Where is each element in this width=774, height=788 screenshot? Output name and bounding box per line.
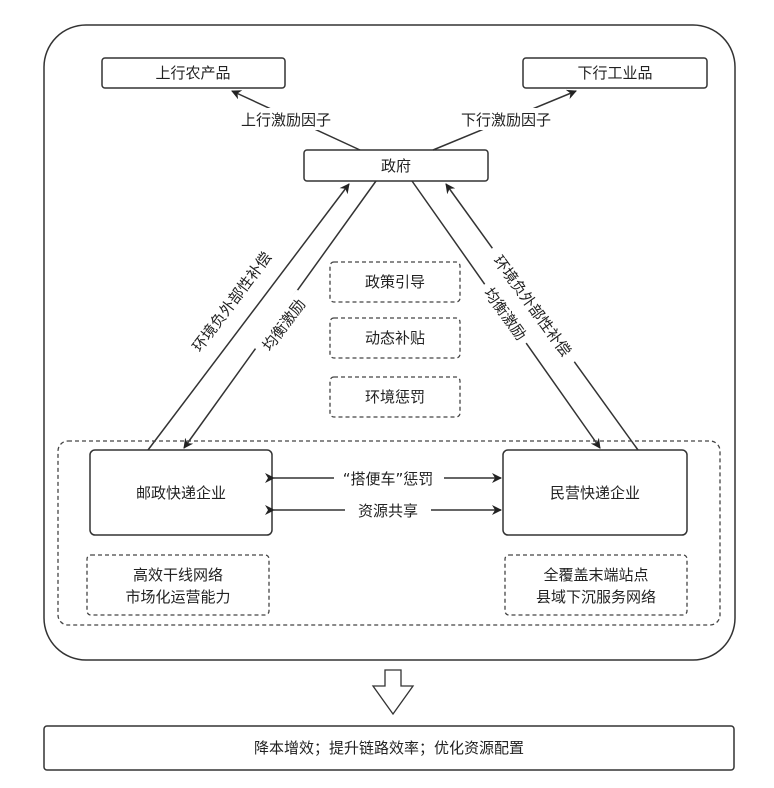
edge-downstream-factor-label: 下行激励因子 <box>461 111 551 129</box>
label-bg <box>181 239 282 364</box>
capability-private-line-2: 县域下沉服务网络 <box>536 588 656 606</box>
capability-postal-line-2: 市场化运营能力 <box>125 588 230 606</box>
node-private-enterprise: 民营快递企业 <box>502 449 688 536</box>
node-postal-enterprise-label: 邮政快递企业 <box>136 484 226 502</box>
edge-resource-sharing-label: 资源共享 <box>358 502 418 520</box>
policy-tool-penalty-label: 环境惩罚 <box>365 388 425 406</box>
policy-tool-subsidy: 动态补贴 <box>329 317 461 359</box>
node-downstream-products-label: 下行工业品 <box>577 64 652 82</box>
outcome-box: 降本增效；提升链路效率；优化资源配置 <box>43 725 735 771</box>
policy-tool-subsidy-label: 动态补贴 <box>365 329 425 347</box>
label-bg <box>476 278 536 349</box>
label-bg <box>334 467 444 489</box>
outer-frame <box>43 24 736 661</box>
node-government-label: 政府 <box>381 157 411 175</box>
node-upstream-products-label: 上行农产品 <box>155 64 230 82</box>
node-government: 政府 <box>303 149 489 182</box>
edge-left-outer <box>147 183 350 451</box>
node-postal-enterprise: 邮政快递企业 <box>89 449 273 536</box>
label-bg <box>483 242 583 368</box>
capabilities-postal: 高效干线网络 市场化运营能力 <box>86 554 270 616</box>
policy-tool-penalty: 环境惩罚 <box>329 376 461 418</box>
label-bg <box>226 108 346 130</box>
node-private-enterprise-label: 民营快递企业 <box>550 484 640 502</box>
capability-postal-line-1: 高效干线网络 <box>133 566 223 584</box>
enterprise-group <box>57 440 721 626</box>
node-upstream-products: 上行农产品 <box>101 57 286 89</box>
policy-tool-guidance-label: 政策引导 <box>365 273 425 291</box>
label-bg <box>345 499 431 521</box>
capability-private-line-1: 全覆盖末端站点 <box>543 566 648 584</box>
node-downstream-products: 下行工业品 <box>522 57 708 89</box>
capabilities-private: 全覆盖末端站点 县域下沉服务网络 <box>504 554 688 616</box>
hollow-down-arrow-icon <box>371 669 415 716</box>
edge-free-rider-penalty-label: “搭便车”惩罚 <box>343 470 434 488</box>
label-bg <box>253 289 313 360</box>
edge-upstream-factor-label: 上行激励因子 <box>241 111 331 129</box>
policy-tool-guidance: 政策引导 <box>329 261 461 303</box>
label-bg <box>446 108 566 130</box>
outcome-label: 降本增效；提升链路效率；优化资源配置 <box>254 739 524 757</box>
edge-left-inner-label: 均衡激励 <box>259 296 309 355</box>
